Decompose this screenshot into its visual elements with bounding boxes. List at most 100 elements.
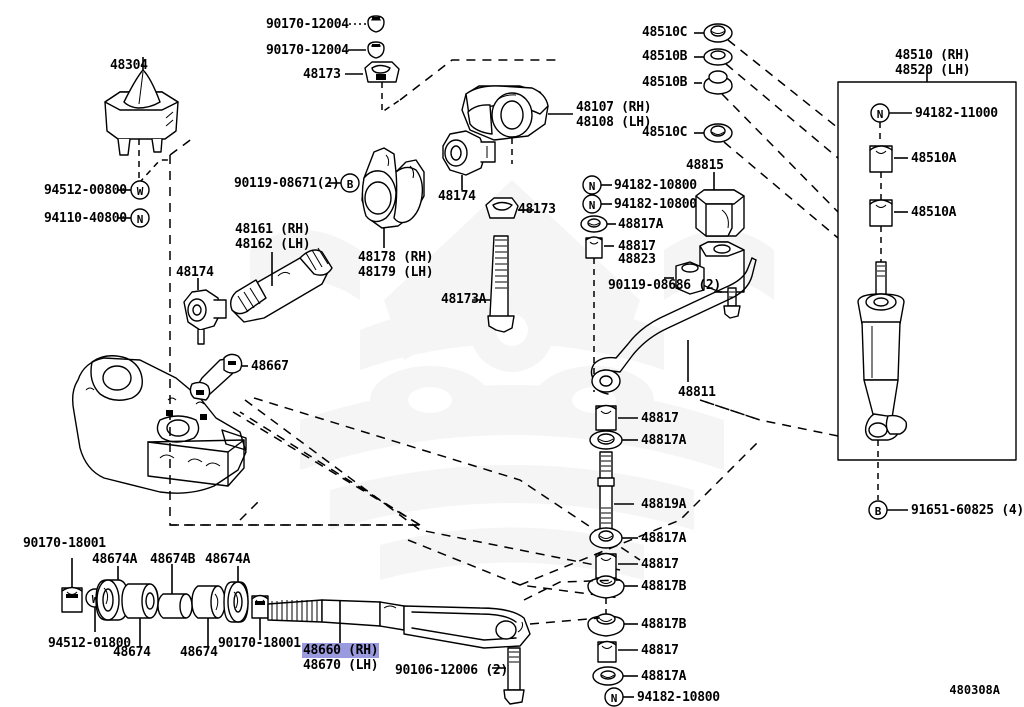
- part-48510B-a: [694, 48, 733, 66]
- label-48161-rh: 48161 (RH): [235, 222, 311, 237]
- part-48817-col-1: [595, 404, 638, 431]
- leader-cross-b: [699, 399, 761, 421]
- leader-shock-to-arm: [699, 399, 839, 437]
- label-48173-top: 48173: [303, 67, 341, 82]
- label-48520-lh: 48520 (LH): [895, 63, 971, 78]
- label-48510A-a: 48510A: [911, 151, 957, 166]
- part-48817A-col-2: [589, 527, 638, 549]
- leader-48510B-to-box: [725, 63, 839, 159]
- label-48174-left: 48174: [176, 265, 214, 280]
- label-48811: 48811: [678, 385, 716, 400]
- label-48819A: 48819A: [641, 497, 687, 512]
- marker-w-94512: W: [118, 180, 150, 200]
- part-48107-48108-upper-arm: [461, 85, 573, 164]
- part-48674-a: [121, 583, 159, 646]
- svg-text:W: W: [137, 185, 144, 198]
- label-94512-00800: 94512-00800: [44, 183, 127, 198]
- part-48817-col-3: [597, 640, 638, 663]
- part-90170-12004-a: [348, 15, 385, 33]
- leader-48510B2-to-box: [721, 93, 839, 213]
- label-48162-lh: 48162 (LH): [235, 237, 311, 252]
- shock-absorber-box: [837, 72, 1017, 461]
- svg-text:N: N: [589, 199, 596, 212]
- label-48510A-b: 48510A: [911, 205, 957, 220]
- part-48823-bracket: [664, 241, 745, 295]
- label-48817-topright: 48817: [618, 239, 656, 254]
- label-48667: 48667: [251, 359, 289, 374]
- label-48817A-3: 48817A: [641, 669, 687, 684]
- svg-text:N: N: [137, 213, 144, 226]
- label-91651-60825: 91651-60825 (4): [911, 503, 1024, 518]
- part-48674-b: [191, 585, 226, 646]
- label-90106-12006: 90106-12006 (2): [395, 663, 508, 678]
- svg-text:N: N: [589, 180, 596, 193]
- part-48674A-a: [95, 566, 129, 621]
- leader-48173-upper: [399, 59, 560, 101]
- label-48823: 48823: [618, 252, 656, 267]
- part-48817B-col-1: [587, 575, 638, 620]
- label-48817-3: 48817: [641, 643, 679, 658]
- label-90170-18001-a: 90170-18001: [23, 536, 106, 551]
- label-48510C-top: 48510C: [642, 25, 688, 40]
- leader-48510C2-to-box: [723, 141, 839, 239]
- label-48817A-2: 48817A: [641, 531, 687, 546]
- leader-strutrod-up: [523, 579, 621, 601]
- part-48510B-b: [694, 70, 733, 95]
- label-48174-mid: 48174: [438, 189, 476, 204]
- label-94512-01800: 94512-01800: [48, 636, 131, 651]
- label-48817-2: 48817: [641, 557, 679, 572]
- part-48674A-b: [223, 566, 249, 623]
- label-48510B-b: 48510B: [642, 75, 688, 90]
- marker-n-94182-a: N: [582, 175, 612, 195]
- part-48510A-b: [869, 199, 908, 262]
- part-48174-left: [183, 278, 227, 345]
- part-48817A-col-1: [589, 430, 638, 450]
- label-48173A: 48173A: [441, 292, 487, 307]
- part-48817B-col-2: [587, 613, 638, 637]
- part-48817-col-2: [595, 552, 638, 579]
- part-48510-shock-absorber: [857, 261, 908, 500]
- label-48674A-a: 48674A: [92, 552, 138, 567]
- label-48815: 48815: [686, 158, 724, 173]
- label-90170-12004-a: 90170-12004: [266, 17, 349, 32]
- part-48674B: [157, 564, 193, 619]
- label-94182-11000: 94182-11000: [915, 106, 998, 121]
- label-90119-08671: 90119-08671(2): [234, 176, 340, 191]
- part-48660-48670-strut-rod: [267, 599, 531, 649]
- part-48819A-bolt: [597, 451, 634, 531]
- label-48674-a: 48674: [113, 645, 151, 660]
- svg-text:B: B: [347, 178, 354, 191]
- label-48817A-1: 48817A: [641, 433, 687, 448]
- label-90170-12004-b: 90170-12004: [266, 43, 349, 58]
- marker-n-94110: N: [118, 208, 150, 228]
- label-48817B-2: 48817B: [641, 617, 687, 632]
- label-48817A-topright: 48817A: [618, 217, 664, 232]
- part-48811-stabilizer-bar: [590, 257, 757, 395]
- label-94182-10800-c: 94182-10800: [637, 690, 720, 705]
- part-48173-mid: [485, 197, 534, 219]
- part-48817A-col-3: [592, 666, 638, 686]
- part-90106-12006-bolt: [492, 647, 525, 705]
- label-94110-40800: 94110-40800: [44, 211, 127, 226]
- label-48107-rh: 48107 (RH): [576, 100, 652, 115]
- part-48510A-a: [869, 145, 908, 200]
- label-94182-10800-a: 94182-10800: [614, 178, 697, 193]
- label-48817-1: 48817: [641, 411, 679, 426]
- label-48674-b: 48674: [180, 645, 218, 660]
- part-48817A-topright: [580, 215, 616, 233]
- svg-text:N: N: [877, 108, 884, 121]
- label-48510B-a: 48510B: [642, 49, 688, 64]
- part-48178-48179-bracket: [361, 147, 425, 248]
- marker-n-94182-c: N: [604, 687, 634, 707]
- part-48667-link: [189, 353, 248, 401]
- label-94182-10800-b: 94182-10800: [614, 197, 697, 212]
- label-48674A-b: 48674A: [205, 552, 251, 567]
- label-90119-08686: 90119-08686 (2): [608, 278, 721, 293]
- part-crossmember: [71, 355, 247, 494]
- part-48173A-bolt: [472, 235, 515, 333]
- part-90170-12004-b: [348, 41, 385, 59]
- label-48670-lh: 48670 (LH): [303, 658, 379, 673]
- leader-48510C-to-box: [727, 39, 839, 129]
